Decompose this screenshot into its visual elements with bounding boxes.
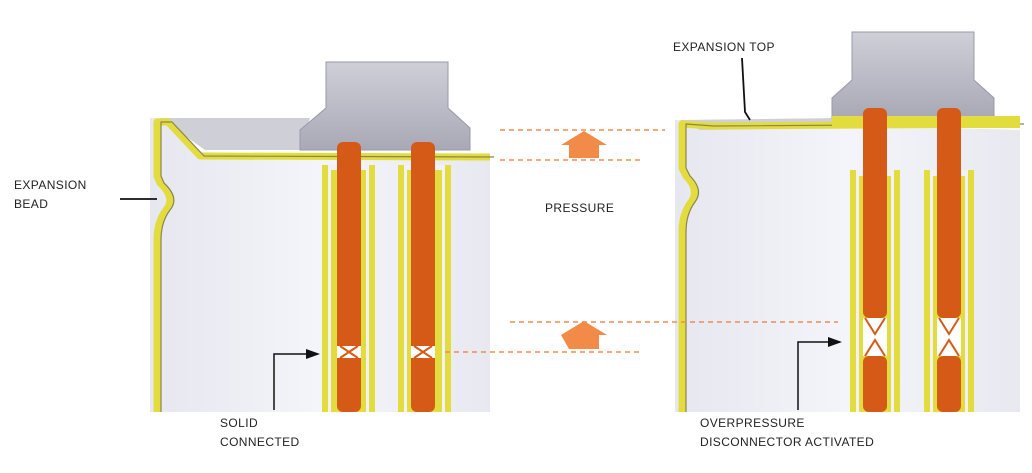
- right-pin-2-lower: [937, 356, 961, 412]
- over-label-line2: DISCONNECTOR ACTIVATED: [700, 435, 875, 449]
- pressure-label: PRESSURE: [545, 201, 615, 215]
- right-pin-1-lower: [863, 356, 887, 412]
- expansion-top-label: EXPANSION TOP: [673, 40, 775, 54]
- right-tube-1: [850, 108, 900, 412]
- over-leader: [797, 341, 840, 410]
- expansion-bead-label: EXPANSION BEAD: [14, 176, 87, 214]
- expansion-bead-label-line2: BEAD: [14, 197, 49, 211]
- pressure-indicators: [445, 129, 838, 353]
- leader-lines: [120, 57, 842, 410]
- overpressure-label: OVERPRESSURE DISCONNECTOR ACTIVATED: [700, 414, 874, 452]
- left-can-assembly: [150, 61, 495, 412]
- expansion-bead-label-line1: EXPANSION: [14, 178, 87, 192]
- left-can-lid: [160, 118, 310, 150]
- over-label-line1: OVERPRESSURE: [700, 416, 805, 430]
- expansion-top-leader: [741, 57, 751, 121]
- solid-leader: [273, 353, 318, 410]
- right-cap: [831, 31, 995, 119]
- solid-label-line1: SOLID: [220, 416, 259, 430]
- left-cap: [299, 61, 471, 151]
- pressure-arrow-bottom: [561, 321, 607, 349]
- right-pin-1-upper: [863, 108, 887, 318]
- pressure-arrow-top: [561, 131, 607, 158]
- over-arrowhead: [828, 337, 842, 347]
- left-can-rim: [153, 118, 491, 412]
- right-can-rim: [678, 120, 1021, 412]
- solid-arrowhead: [306, 349, 320, 359]
- solid-label-line2: CONNECTED: [220, 435, 300, 449]
- left-pin-1: [337, 142, 361, 412]
- left-tube-1: [322, 142, 375, 412]
- left-pin-2: [411, 142, 435, 412]
- right-can-assembly: [675, 31, 1025, 412]
- right-tube-2: [924, 108, 974, 412]
- right-pin-2-upper: [937, 108, 961, 318]
- solid-connected-label: SOLID CONNECTED: [220, 414, 300, 452]
- left-tube-2: [398, 142, 451, 412]
